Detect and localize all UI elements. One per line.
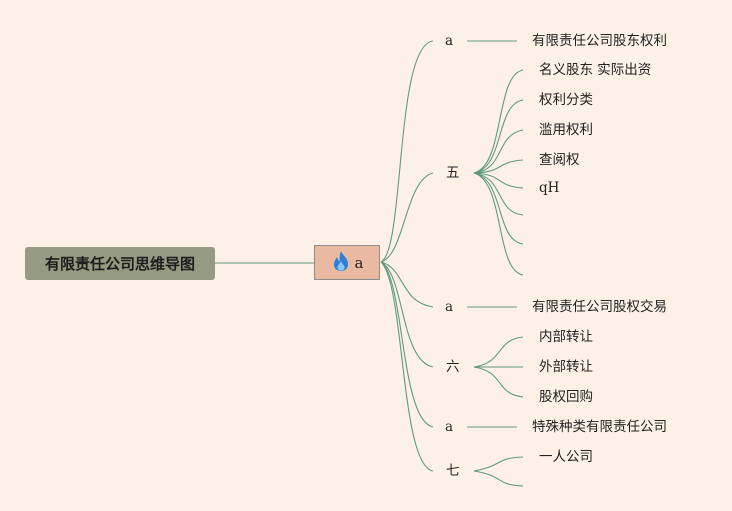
edge-center-qi [380,261,434,472]
root-label: 有限责任公司思维导图 [44,255,195,273]
edge-qi-2 [473,470,524,487]
edge-center-liu [380,261,434,368]
edge-center-a1 [380,40,434,263]
leaf-node[interactable]: 滥用权利 [539,122,593,138]
edge-wu-6 [473,172,524,216]
leaf-node[interactable]: 特殊种类有限责任公司 [532,419,667,435]
edge-wu-4 [473,159,524,174]
branch-node-wu[interactable]: 五 [446,165,460,181]
leaf-node[interactable]: 名义股东 实际出资 [539,62,652,78]
leaf-node[interactable]: 股权回购 [539,389,593,405]
edge-qi-1 [473,456,524,472]
edge-wu-5 [473,172,524,189]
edge-liu-3 [473,366,524,398]
edge-wu-1 [473,69,524,174]
edge-liu-1 [473,336,524,368]
center-node[interactable]: a [314,245,380,280]
leaf-node[interactable]: 有限责任公司股东权利 [532,33,667,49]
edge-center-wu [380,172,434,263]
leaf-node[interactable]: 一人公司 [539,449,593,465]
leaf-node[interactable]: 内部转让 [539,329,593,345]
fire-icon [331,250,351,276]
edge-center-a2 [380,261,434,308]
center-label: a [354,253,364,272]
branch-node-a-1[interactable]: a [445,33,454,49]
edge-wu-2 [473,99,524,174]
edge-center-a3 [380,261,434,428]
leaf-node[interactable]: qH [539,180,560,196]
edge-wu-3 [473,129,524,174]
edge-wu-7 [473,172,524,245]
branch-node-qi[interactable]: 七 [446,463,460,479]
leaf-node[interactable]: 权利分类 [539,92,593,108]
leaf-node[interactable]: 有限责任公司股权交易 [532,299,667,315]
branch-node-a-2[interactable]: a [445,299,454,315]
root-node[interactable]: 有限责任公司思维导图 [25,247,215,280]
edge-wu-8 [473,172,524,276]
leaf-node[interactable]: 外部转让 [539,359,593,375]
branch-node-liu[interactable]: 六 [446,359,460,375]
branch-node-a-3[interactable]: a [445,419,454,435]
leaf-node[interactable]: 查阅权 [539,152,580,168]
